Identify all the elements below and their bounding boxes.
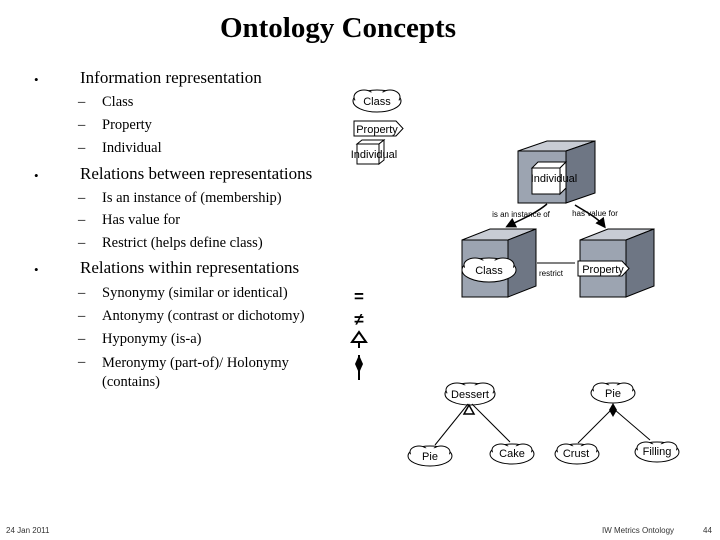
dessert-cake-link: [471, 403, 511, 443]
dash-marker: –: [78, 235, 86, 251]
bullet-relations-within: Relations within representations: [80, 258, 300, 277]
sub-item-has-value-for: Has value for: [102, 212, 181, 228]
dash-marker: –: [78, 331, 86, 347]
is-a-triangle-icon: [462, 403, 476, 415]
crust-label: Crust: [563, 448, 589, 460]
antonymy-not-equals-icon: ≠: [354, 310, 364, 329]
dash-marker: –: [78, 354, 86, 370]
legend-individual-box-icon: [355, 138, 386, 166]
restrict-label: restrict: [539, 269, 564, 278]
bullet-relations-between: Relations between representations: [80, 164, 313, 183]
legend-class-cloud-icon: [352, 89, 402, 113]
bullet-marker: •: [34, 72, 39, 87]
property-arrow-icon: [577, 260, 630, 277]
dash-marker: –: [78, 117, 86, 133]
has-value-for-label: has value for: [572, 209, 618, 218]
property-label: Property: [582, 264, 624, 276]
hypo-pie-cloud-icon: [407, 445, 453, 467]
legend-individual-label: Individual: [351, 149, 397, 161]
bullet-marker: •: [34, 262, 39, 277]
instance-of-arrow: [505, 203, 548, 228]
pie-filling-link: [614, 409, 651, 441]
dash-marker: –: [78, 94, 86, 110]
individual-label: Individual: [531, 173, 577, 185]
mero-pie-label: Pie: [605, 388, 621, 400]
hyponymy-triangle-icon: [350, 330, 368, 348]
cake-cloud-icon: [489, 443, 535, 465]
pie-crust-link: [577, 409, 612, 444]
meronymy-diamond-icon: [355, 355, 363, 380]
bullet-marker: •: [34, 168, 39, 183]
dash-marker: –: [78, 140, 86, 156]
crust-cloud-icon: [554, 443, 600, 465]
class-label: Class: [475, 265, 503, 277]
sub-item-antonymy: Antonymy (contrast or dichotomy): [102, 308, 305, 324]
legend-property-label: Property: [356, 124, 398, 136]
dash-marker: –: [78, 308, 86, 324]
mero-pie-cloud-icon: [590, 382, 636, 404]
filling-label: Filling: [643, 446, 672, 458]
instance-of-label: is an instance of: [492, 210, 551, 219]
hypo-pie-label: Pie: [422, 451, 438, 463]
legend-property-arrow-icon: [353, 120, 404, 137]
sub-item-instance-of: Is an instance of (membership): [102, 190, 282, 206]
footer-source: IW Metrics Ontology: [602, 526, 675, 535]
sub-item-individual: Individual: [102, 140, 162, 156]
sub-item-class: Class: [102, 94, 134, 110]
legend-class-label: Class: [363, 96, 391, 108]
class-cloud-icon: [461, 257, 517, 283]
footer-page-number: 44: [703, 526, 712, 535]
has-value-for-arrow: [574, 204, 606, 229]
cake-label: Cake: [499, 448, 525, 460]
dash-marker: –: [78, 212, 86, 228]
sub-item-meronymy: Meronymy (part-of)/ Holonymy (contains): [102, 355, 289, 390]
sub-item-synonymy: Synonymy (similar or identical): [102, 285, 288, 301]
dash-marker: –: [78, 190, 86, 206]
sub-item-hyponymy: Hyponymy (is-a): [102, 331, 202, 347]
individual-inner-box-icon: [530, 160, 568, 196]
part-of-diamond-icon: [609, 403, 617, 417]
page-title: Ontology Concepts: [219, 12, 457, 44]
filling-cloud-icon: [634, 441, 680, 463]
synonymy-equals-icon: =: [354, 287, 364, 306]
bullet-information-representation: Information representation: [80, 68, 262, 87]
sub-item-restrict: Restrict (helps define class): [102, 235, 263, 251]
dessert-cloud-icon: [444, 382, 496, 406]
dessert-pie-link: [434, 403, 469, 446]
footer-date: 24 Jan 2011: [6, 526, 50, 535]
dessert-label: Dessert: [451, 389, 489, 401]
dash-marker: –: [78, 285, 86, 301]
sub-item-property: Property: [102, 117, 152, 133]
